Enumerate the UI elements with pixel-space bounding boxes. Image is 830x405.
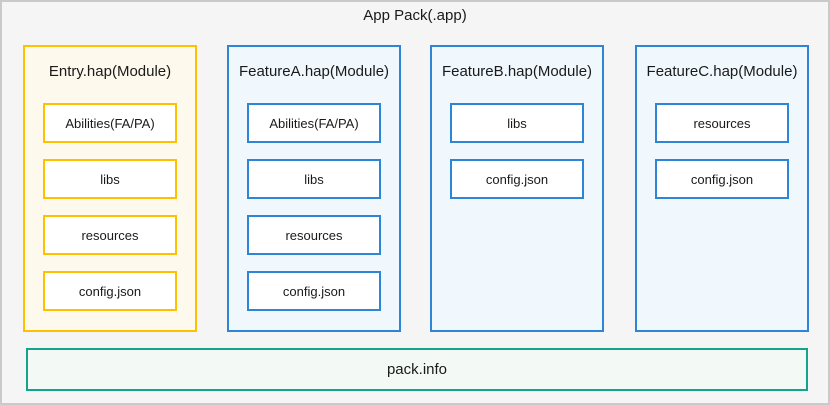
pack-info-bar: pack.info: [26, 348, 808, 391]
item-config-json: config.json: [655, 159, 789, 199]
item-libs: libs: [247, 159, 381, 199]
module-title: Entry.hap(Module): [48, 63, 172, 80]
item-libs: libs: [43, 159, 177, 199]
item-resources: resources: [655, 103, 789, 143]
module-feature-a-hap: FeatureA.hap(Module) Abilities(FA/PA) li…: [227, 45, 401, 332]
module-title: FeatureA.hap(Module): [238, 63, 390, 80]
module-entry-hap: Entry.hap(Module) Abilities(FA/PA) libs …: [23, 45, 197, 332]
module-feature-b-hap: FeatureB.hap(Module) libs config.json: [430, 45, 604, 332]
item-config-json: config.json: [247, 271, 381, 311]
item-config-json: config.json: [450, 159, 584, 199]
item-resources: resources: [43, 215, 177, 255]
pack-info-label: pack.info: [386, 361, 448, 378]
item-libs: libs: [450, 103, 584, 143]
module-title: FeatureC.hap(Module): [646, 63, 798, 80]
item-abilities: Abilities(FA/PA): [247, 103, 381, 143]
item-resources: resources: [247, 215, 381, 255]
item-abilities: Abilities(FA/PA): [43, 103, 177, 143]
diagram-title: App Pack(.app): [363, 7, 467, 24]
module-title: FeatureB.hap(Module): [441, 63, 593, 80]
item-config-json: config.json: [43, 271, 177, 311]
module-feature-c-hap: FeatureC.hap(Module) resources config.js…: [635, 45, 809, 332]
